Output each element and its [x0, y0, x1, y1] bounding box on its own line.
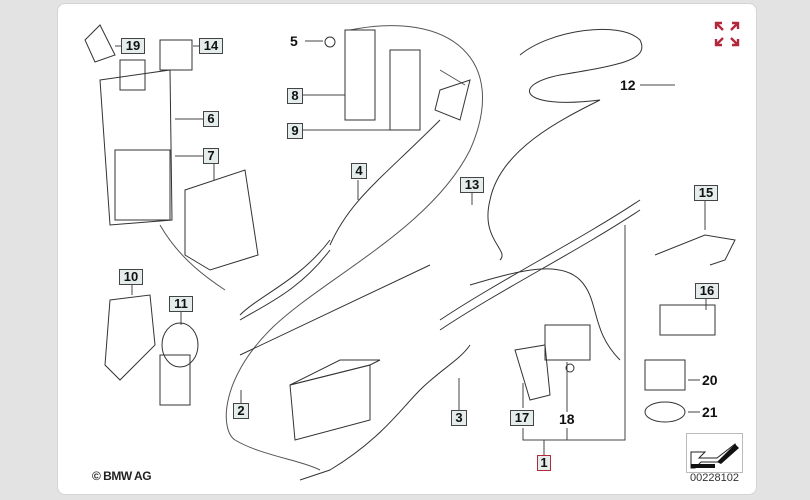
leader-lines	[115, 40, 707, 455]
callout-6[interactable]: 6	[203, 111, 219, 127]
callout-8[interactable]: 8	[287, 88, 303, 104]
callout-5[interactable]: 5	[290, 33, 298, 49]
covers-10-11	[104, 294, 199, 406]
battery-part	[289, 359, 381, 441]
callout-20[interactable]: 20	[702, 372, 718, 388]
callout-4[interactable]: 4	[351, 163, 367, 179]
callout-14[interactable]: 14	[199, 38, 223, 54]
image-code: 00228102	[690, 472, 739, 484]
callout-3[interactable]: 3	[451, 410, 467, 426]
callout-15[interactable]: 15	[694, 185, 718, 201]
bracket-part	[324, 29, 471, 131]
callout-11[interactable]: 11	[169, 296, 193, 312]
copyright-text: © BMW AG	[92, 469, 152, 483]
cable-4	[239, 119, 441, 321]
callout-21[interactable]: 21	[702, 404, 718, 420]
main-harness	[239, 199, 641, 481]
assembly-curves	[159, 25, 483, 471]
callout-16[interactable]: 16	[695, 283, 719, 299]
callout-2[interactable]: 2	[233, 403, 249, 419]
callout-12[interactable]: 12	[620, 77, 636, 93]
callout-13[interactable]: 13	[460, 177, 484, 193]
callout-10[interactable]: 10	[119, 269, 143, 285]
fuse-box-part	[84, 24, 259, 271]
callout-7[interactable]: 7	[203, 148, 219, 164]
cable-12	[487, 28, 643, 261]
arrow-down-left-icon[interactable]	[686, 433, 743, 473]
callout-17[interactable]: 17	[510, 410, 534, 426]
callout-1-highlighted[interactable]: 1	[537, 455, 551, 471]
callout-18[interactable]: 18	[559, 411, 575, 427]
callout-9[interactable]: 9	[287, 123, 303, 139]
right-parts	[514, 234, 736, 423]
callout-19[interactable]: 19	[121, 38, 145, 54]
expand-arrows-icon[interactable]	[713, 20, 741, 48]
